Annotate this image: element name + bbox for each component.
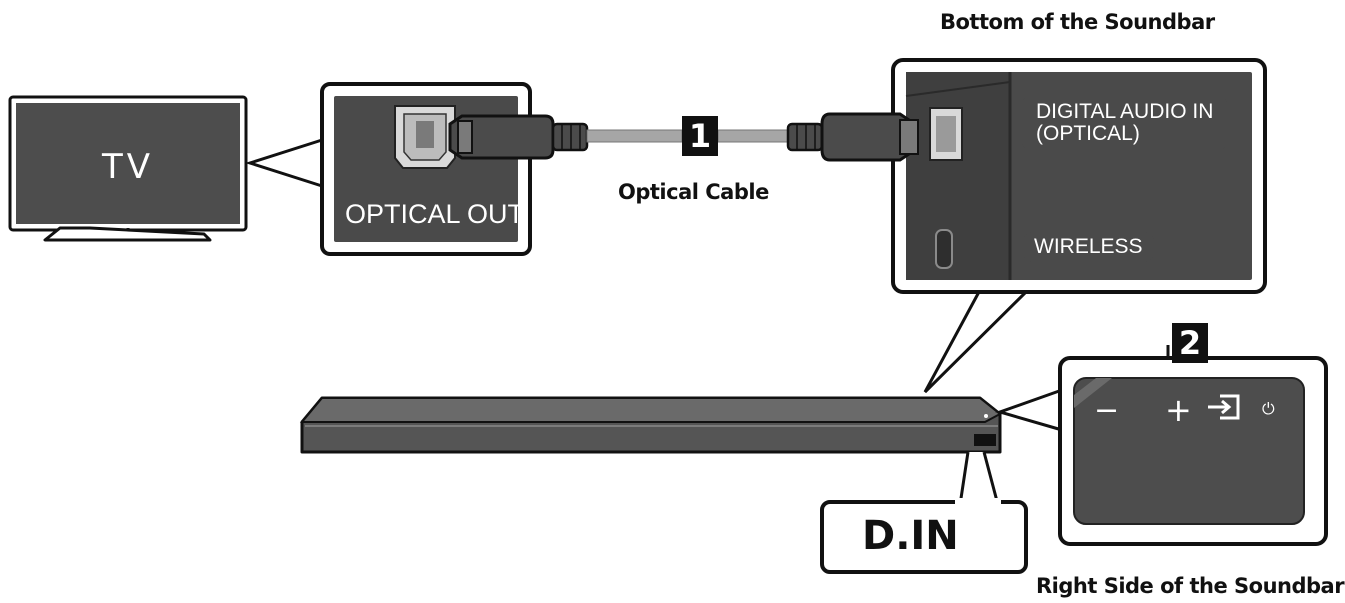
step-2-badge: 2 [1172, 323, 1208, 363]
wireless-label: WIRELESS [1022, 232, 1155, 262]
tv-port-callout [245, 82, 589, 256]
side-panel [1073, 377, 1305, 525]
din-port-label: D.IN [862, 513, 959, 559]
tv-callout-pointer [245, 138, 323, 188]
tv [8, 95, 248, 242]
digital-audio-in-label: DIGITAL AUDIO IN (OPTICAL) [1022, 96, 1228, 150]
tv-stand [43, 226, 212, 242]
bottom-of-soundbar-title: Bottom of the Soundbar [940, 10, 1215, 34]
source-input-button[interactable] [1204, 392, 1244, 422]
volume-down-button[interactable]: − [1094, 393, 1120, 428]
tv-screen [16, 103, 240, 224]
optical-plug-left-icon [448, 114, 555, 160]
soundbar-top [299, 397, 1002, 423]
side-callout-pointer [995, 388, 1063, 432]
optical-cable-label: Optical Cable [618, 180, 769, 204]
soundbar [299, 396, 1002, 454]
bottom-callout-pointer [923, 288, 1030, 394]
din-port-marker [974, 434, 996, 446]
volume-up-button[interactable]: + [1165, 391, 1192, 429]
wireless-port-icon [935, 229, 953, 269]
soundbar-side-callout [995, 345, 1328, 546]
optical-cable [586, 129, 789, 143]
din-callout [820, 451, 1028, 574]
cable-segment-right [717, 129, 789, 143]
din-box [820, 500, 1028, 574]
source-input-icon [1208, 394, 1240, 420]
tv-label: TV [102, 147, 155, 187]
optical-out-label: OPTICAL OUT [345, 199, 525, 229]
cable-segment-left [586, 129, 683, 143]
right-side-of-soundbar-title: Right Side of the Soundbar [1036, 574, 1345, 598]
power-button[interactable]: ⏻ [1262, 399, 1275, 418]
step-1-badge: 1 [682, 116, 718, 156]
